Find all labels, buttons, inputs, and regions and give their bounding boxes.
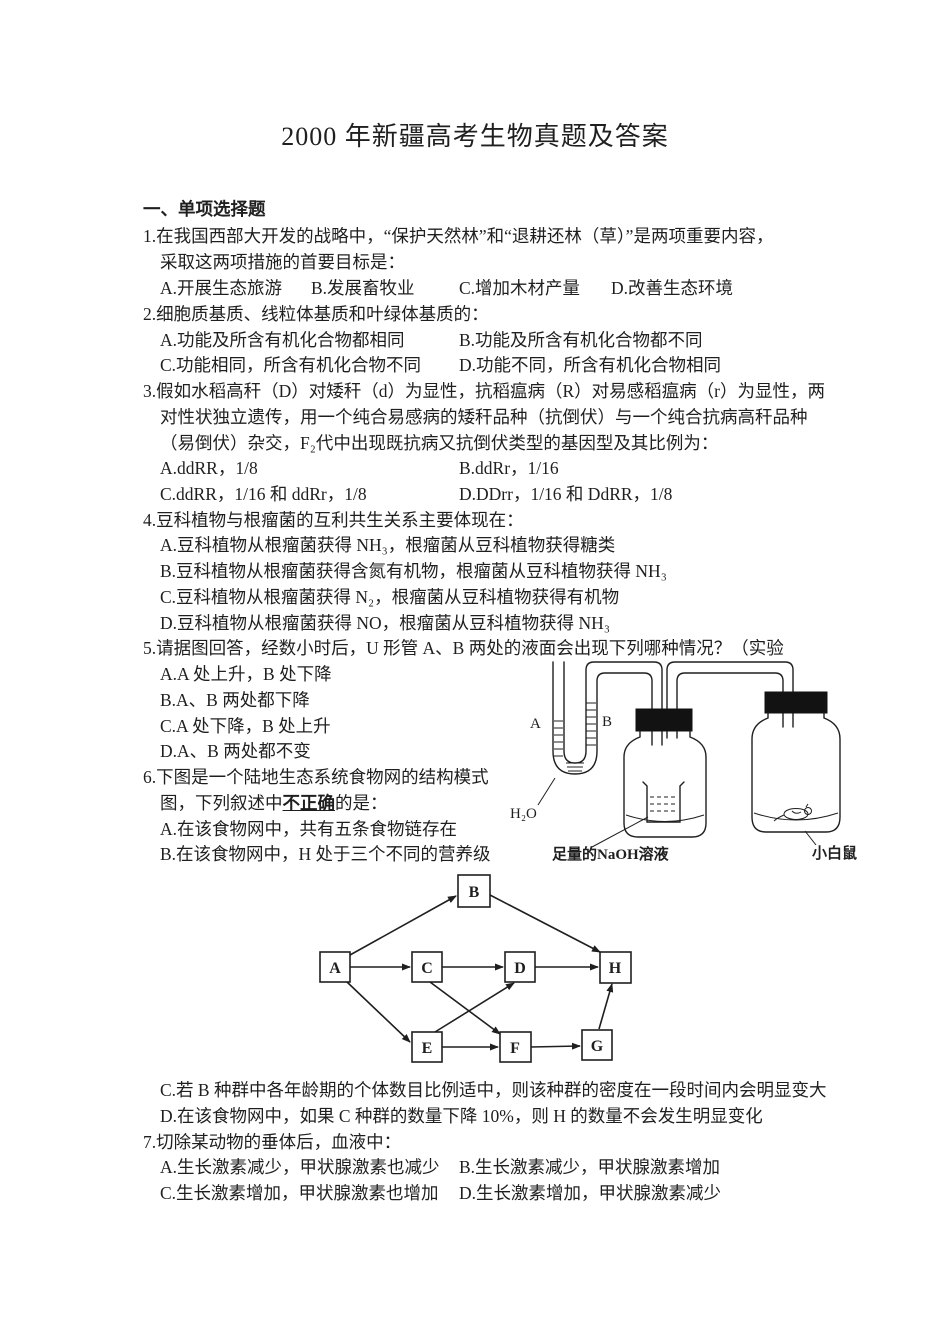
food-web-edges [346, 894, 614, 1051]
q3-option-d: D.DDrr，1/16 和 DdRR，1/8 [459, 484, 673, 504]
q3-stem-line-2: 对性状独立遗传，用一个纯合易感病的矮秆品种（抗倒伏）与一个纯合抗病高秆品种 [160, 407, 808, 427]
naoh-bottle-outline [623, 730, 707, 838]
q3-stem-line-3: （易倒伏）杂交，F₂代中出现既抗病又抗倒伏类型的基因型及其比例为： [160, 433, 719, 453]
u-tube-outer-wall [552, 661, 653, 775]
food-web-nodes: A B C D E F G H [319, 874, 632, 1063]
q1-stem-line-1: 1.在我国西部大开发的战略中，“保护天然林”和“退耕还林（草）”是两项重要内容， [143, 226, 774, 246]
food-web-node-G: G [591, 1038, 604, 1055]
naoh-bottle-stopper [635, 708, 693, 732]
page-title: 2000 年新疆高考生物真题及答案 [281, 122, 669, 151]
edge-C-F [429, 981, 501, 1035]
food-web-figure: A B C D E F G H [319, 874, 632, 1063]
q5-option-a: A.A 处上升，B 处下降 [160, 664, 332, 684]
edge-F-G [530, 1042, 581, 1050]
q7-option-a: A.生长激素减少，甲状腺激素也减少 [160, 1157, 440, 1177]
q7-option-d: D.生长激素增加，甲状腺激素减少 [459, 1183, 722, 1203]
mouse-bottle-outline [751, 712, 841, 833]
q6-stem-line-1: 6.下图是一个陆地生态系统食物网的结构模式 [143, 767, 489, 787]
q6-stem-emphasis: 不正确 [282, 793, 336, 813]
h2o-label: H₂O [510, 806, 537, 822]
food-web-node-box-H [599, 951, 632, 984]
q5-stem: 5.请据图回答，经数小时后，U 形管 A、B 两处的液面会出现下列哪种情况？（实… [143, 638, 784, 658]
food-web-node-B: B [469, 884, 480, 901]
food-web-node-box-G [581, 1029, 613, 1061]
q2-option-b: B.功能及所含有机化合物都不同 [459, 330, 703, 350]
q7-option-c: C.生长激素增加，甲状腺激素也增加 [160, 1183, 439, 1203]
q2-option-d: D.功能不同，所含有机化合物相同 [459, 355, 722, 375]
q4-option-c: C.豆科植物从根瘤菌获得 N₂，根瘤菌从豆科植物获得有机物 [160, 587, 620, 607]
food-web-node-E: E [422, 1040, 433, 1057]
section-heading: 一、单项选择题 [143, 199, 266, 219]
u-tube-graduations [554, 702, 596, 772]
q5-option-d: D.A、B 两处都不变 [160, 741, 311, 761]
naoh-beaker [642, 781, 685, 823]
q4-stem: 4.豆科植物与根瘤菌的互利共生关系主要体现在： [143, 510, 524, 530]
q3-option-c: C.ddRR，1/16 和 ddRr，1/8 [160, 484, 367, 504]
mouse-drawing [773, 803, 812, 822]
q5-option-b: B.A、B 两处都下降 [160, 690, 310, 710]
q2-option-a: A.功能及所含有机化合物都相同 [160, 330, 405, 350]
food-web-node-box-E [411, 1031, 443, 1063]
q6-option-a: A.在该食物网中，共有五条食物链存在 [160, 819, 458, 839]
food-web-node-box-C [411, 951, 443, 983]
q2-stem: 2.细胞质基质、线粒体基质和叶绿体基质的： [143, 304, 489, 324]
q1-option-a: A.开展生态旅游 [160, 278, 283, 298]
utube-label-a: A [530, 716, 541, 732]
mouse-label-pointer [804, 830, 817, 846]
naoh-bottle-floor [625, 814, 705, 822]
naoh-label-pointer [591, 816, 649, 848]
q1-option-d: D.改善生态环境 [611, 278, 734, 298]
q2-option-c: C.功能相同，所含有机化合物不同 [160, 355, 422, 375]
q7-option-b: B.生长激素减少，甲状腺激素增加 [459, 1157, 721, 1177]
q1-option-b: B.发展畜牧业 [311, 278, 415, 298]
edge-A-E [346, 981, 411, 1043]
food-web-node-box-B [457, 874, 491, 908]
food-web-node-F: F [510, 1040, 520, 1057]
food-web-node-box-D [504, 951, 536, 983]
mouse-label: 小白鼠 [812, 844, 857, 862]
edge-A-B [349, 895, 457, 956]
q6-option-d: D.在该食物网中，如果 C 种群的数量下降 10%，则 H 的数量不会发生明显变… [160, 1106, 763, 1126]
food-web-node-box-F [499, 1031, 532, 1063]
q1-option-c: C.增加木材产量 [459, 278, 581, 298]
connecting-tube-outer [666, 661, 794, 739]
food-web-node-H: H [609, 960, 622, 977]
food-web-node-C: C [421, 960, 433, 977]
q4-option-b: B.豆科植物从根瘤菌获得含氮有机物，根瘤菌从豆科植物获得 NH₃ [160, 561, 667, 581]
q5-option-c: C.A 处下降，B 处上升 [160, 716, 331, 736]
q3-stem-line-1: 3.假如水稻高秆（D）对矮秆（d）为显性，抗稻瘟病（R）对易感稻瘟病（r）为显性… [143, 381, 826, 401]
edge-E-D [434, 982, 515, 1033]
food-web-node-D: D [514, 960, 526, 977]
mouse-bottle-floor [753, 812, 839, 821]
q3-option-b: B.ddRr，1/16 [459, 458, 559, 478]
q1-stem-line-2: 采取这两项措施的首要目标是： [160, 252, 405, 272]
q6-option-b: B.在该食物网中，H 处于三个不同的营养级 [160, 844, 491, 864]
q6-option-c: C.若 B 种群中各年龄期的个体数目比例适中，则该种群的密度在一段时间内会明显变… [160, 1080, 827, 1100]
q4-option-d: D.豆科植物从根瘤菌获得 NO，根瘤菌从豆科植物获得 NH₃ [160, 613, 610, 633]
naoh-solution-dashes [650, 796, 677, 812]
q7-stem: 7.切除某动物的垂体后，血液中： [143, 1132, 402, 1152]
food-web-node-A: A [329, 960, 341, 977]
q6-stem-line-2: 图，下列叙述中不正确的是： [160, 793, 388, 814]
food-web-node-box-A [319, 951, 351, 983]
q6-stem-line-2-suffix: 的是： [335, 793, 388, 813]
edge-B-H [489, 894, 601, 953]
utube-apparatus-figure: A B H₂O 足量的NaOH溶液 小白鼠 [510, 661, 857, 863]
connecting-tube-inner [676, 672, 784, 739]
q4-option-a: A.豆科植物从根瘤菌获得 NH₃，根瘤菌从豆科植物获得糖类 [160, 535, 616, 555]
mouse-bottle-stopper [764, 691, 828, 714]
naoh-label: 足量的NaOH溶液 [552, 845, 670, 863]
h2o-label-pointer [537, 777, 556, 806]
utube-label-b: B [602, 714, 612, 730]
q6-stem-line-2-prefix: 图，下列叙述中 [160, 793, 283, 813]
edge-G-H [598, 983, 614, 1030]
u-tube-inner-wall [563, 661, 663, 764]
q3-option-a: A.ddRR，1/8 [160, 458, 258, 478]
